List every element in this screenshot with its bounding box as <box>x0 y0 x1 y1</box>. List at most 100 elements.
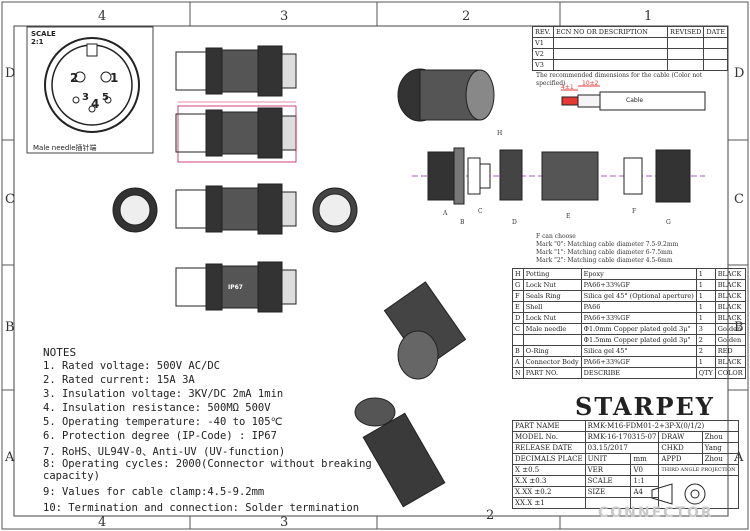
bom-qty: 1 <box>695 356 716 368</box>
callout-e: E <box>566 213 571 220</box>
connector-side-view-1 <box>175 45 297 97</box>
note-item: 6. Protection degree (IP-Code) : IP67 <box>43 430 277 442</box>
bom-header-part: PART NO. <box>522 367 582 379</box>
bom-name: Connector Body <box>522 356 582 368</box>
bom-material: Φ1.5mm Copper plated gold 3μ" <box>580 334 697 346</box>
bom-color: Golden <box>714 334 746 346</box>
notes-title: NOTES <box>43 346 77 359</box>
pin-face-box <box>26 26 154 154</box>
scale-block-value: 1:1 <box>630 475 660 487</box>
zone-left-a: A <box>5 450 15 465</box>
bom-name: Lock Nut <box>522 312 582 324</box>
note-item: capacity) <box>43 470 100 482</box>
bom-header-desc: DESCRIBE <box>580 367 697 379</box>
front-face-small <box>112 187 158 233</box>
callout-g: G <box>666 219 671 226</box>
zone-bottom-3: 3 <box>280 515 289 530</box>
bom-letter: H <box>512 268 524 280</box>
model-label: MODEL No. <box>512 431 586 443</box>
bom-name: Shell <box>522 301 582 313</box>
bom-material: Φ1.0mm Copper plated gold 3μ" <box>580 323 697 335</box>
cable-note: The recommended dimensions for the cable… <box>536 72 703 87</box>
draw-label: DRAW <box>658 431 703 443</box>
cable-choice-3: Mark "2": Matching cable diameter 4.5-6m… <box>536 257 673 264</box>
perspective-view-top <box>397 68 495 122</box>
rev-header-desc: ECN NO OR DESCRIPTION <box>552 26 669 38</box>
note-item: 5. Operating temperature: -40 to 105℃ <box>43 416 283 428</box>
tolerance-1: X.X ±0.3 <box>512 475 586 487</box>
zone-left-d: D <box>5 66 16 81</box>
bom-color: BLACK <box>714 301 746 313</box>
pin-1: 1 <box>110 71 119 85</box>
perspective-view-middle <box>383 281 467 380</box>
release-label: RELEASE DATE <box>512 442 586 454</box>
bom-color: BLACK <box>714 268 746 280</box>
rev-header-date: DATE <box>703 26 728 38</box>
zone-bottom-2: 2 <box>486 508 495 523</box>
size-label: SIZE <box>584 486 632 498</box>
rev-header-revised: REVISED <box>667 26 705 38</box>
appd-value: Zhou <box>701 453 739 465</box>
zone-top-1: 1 <box>644 9 653 24</box>
part-name: RMK-M16-FDM01-2+3P-X(0/1/2) <box>584 420 739 432</box>
zone-right-c: C <box>734 192 744 207</box>
note-item: 10: Termination and connection: Solder t… <box>43 502 360 514</box>
ver-label: VER <box>584 464 632 476</box>
cable-choice-1: Mark "0": Matching cable diameter 7.5-9.… <box>536 241 679 248</box>
bom-color: RED <box>714 345 746 357</box>
bom-material: Silica gel 45° <box>580 345 697 357</box>
bom-material: PA66 <box>580 301 697 313</box>
pin-face-drawing <box>44 37 140 133</box>
bom-qty: 1 <box>695 268 716 280</box>
pin-5: 5 <box>102 92 109 103</box>
rear-face-small <box>312 187 358 233</box>
bom-qty: 2 <box>695 334 716 346</box>
bom-header-no: N <box>512 367 524 379</box>
cable-dim-1: 4±1 <box>561 84 574 91</box>
unit-value: mm <box>630 453 660 465</box>
note-item: 4. Insulation resistance: 500MΩ 500V <box>43 402 271 414</box>
bom-qty: 1 <box>695 312 716 324</box>
zone-top-3: 3 <box>280 9 289 24</box>
pin-face-caption: Male needle插针端 <box>33 144 97 152</box>
callout-a: A <box>443 210 448 217</box>
callout-c: C <box>478 208 483 215</box>
bom-letter: E <box>512 301 524 313</box>
bom-material: Silica gel 45° (Optional aperture) <box>580 290 697 302</box>
bom-color: BLACK <box>714 312 746 324</box>
watermark: CONNECTOR <box>598 505 714 521</box>
rev-row-v2: V2 <box>532 48 554 60</box>
zone-top-4: 4 <box>98 9 107 24</box>
rev-header-rev: REV. <box>532 26 554 38</box>
note-item: 1. Rated voltage: 500V AC/DC <box>43 360 221 372</box>
tolerance-0: X ±0.5 <box>512 464 586 476</box>
note-item: 2. Rated current: 15A 3A <box>43 374 195 386</box>
cable-sketch <box>561 85 706 111</box>
note-item: 3. Insulation voltage: 3KV/DC 2mA 1min <box>43 388 284 400</box>
exploded-view <box>412 147 705 205</box>
cable-choice-0: F can choose <box>536 233 576 240</box>
bom-header-qty: QTY <box>695 367 716 379</box>
bom-letter: A <box>512 356 524 368</box>
brand-logo: STARPEY <box>575 392 715 421</box>
release-value: 03.15/2017 <box>584 442 660 454</box>
note-item: 8: Operating cycles: 2000(Connector with… <box>43 458 372 470</box>
projection-label: THIRD ANGLE PROJECTION <box>658 464 739 476</box>
bom-qty: 2 <box>695 345 716 357</box>
bom-material: PA66+33%GF <box>580 312 697 324</box>
bom-letter: F <box>512 290 524 302</box>
rev-row-v1: V1 <box>532 37 554 49</box>
unit-label: UNIT <box>584 453 632 465</box>
tolerance-3: XX.X ±1 <box>512 497 586 509</box>
bom-letter: G <box>512 279 524 291</box>
bom-letter: C <box>512 323 524 335</box>
cable-label: Cable <box>626 97 644 104</box>
